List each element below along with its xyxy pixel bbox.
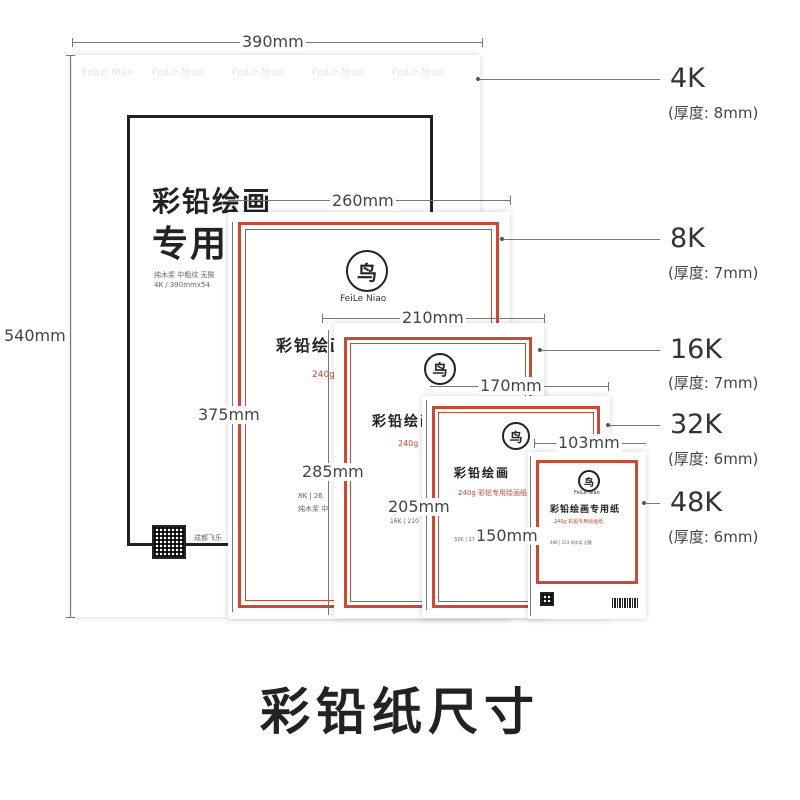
height-label-48k: 150mm: [474, 526, 540, 545]
watermark: FeiLe Niao: [392, 67, 444, 78]
caption-title: 彩铅纸尺寸: [260, 683, 540, 741]
width-tick: [72, 38, 73, 47]
leader-line-32k: [610, 425, 660, 426]
leader-dot-16k: [538, 348, 542, 352]
pad-16k-paper-spec: 240g: [398, 439, 419, 448]
leader-dot-32k: [606, 423, 610, 427]
leader-line-4k: [480, 79, 660, 80]
thickness-label-48k: (厚度: 6mm): [668, 528, 759, 546]
width-tick: [608, 382, 609, 391]
width-label-4k: 390mm: [240, 32, 306, 51]
pad-8k-spec: 8K | 26: [298, 492, 323, 500]
width-tick: [322, 314, 323, 323]
thickness-label-16k: (厚度: 7mm): [668, 374, 759, 392]
width-tick: [534, 439, 535, 448]
width-label-32k: 170mm: [478, 376, 544, 395]
width-label-48k: 103mm: [556, 433, 622, 452]
pad-16k-spec: 16K | 210: [390, 518, 419, 525]
pad-32k-logo-icon: 鸟: [502, 422, 530, 450]
width-label-8k: 260mm: [330, 191, 396, 210]
watermark: FeiLe Niao: [312, 67, 364, 78]
height-line-4k: [70, 55, 71, 617]
height-label-8k: 375mm: [196, 405, 262, 424]
width-tick: [544, 314, 545, 323]
pad-32k-paper-spec: 240g 彩铅专用绘画纸: [458, 489, 528, 497]
size-label-4k: 4K: [670, 63, 705, 94]
pad-8k-brand: FeiLe Niao: [340, 294, 387, 304]
pad-16k-logo-icon: 鸟: [424, 353, 456, 385]
pad-48k-barcode: [612, 598, 638, 608]
size-label-48k: 48K: [670, 487, 723, 518]
size-label-16k: 16K: [670, 334, 723, 365]
pad-4k-title-line2: 专用: [152, 224, 229, 265]
thickness-label-8k: (厚度: 7mm): [668, 264, 759, 282]
height-label-4k: 540mm: [2, 326, 68, 345]
leader-line-16k: [542, 350, 660, 351]
size-label-8k: 8K: [670, 223, 705, 254]
width-label-16k: 210mm: [400, 308, 466, 327]
watermark: FeiLe Niao: [82, 67, 134, 78]
thickness-label-4k: (厚度: 8mm): [668, 104, 759, 122]
pad-4k-footer: 成都飞乐: [194, 534, 222, 542]
pad-8k-logo-icon: 鸟: [346, 250, 388, 292]
pad-8k-paper-spec: 240g: [312, 370, 335, 380]
pad-48k: 鸟 FeiLe Niao 彩铅绘画专用纸 240g 彩铅专用绘画纸 48K | …: [528, 452, 646, 619]
pad-48k-brand: FeiLe Niao: [574, 490, 600, 496]
leader-dot-48k: [642, 501, 646, 505]
pad-48k-border: [536, 460, 638, 584]
height-tick: [66, 617, 75, 618]
pad-8k-pulp-line: 纯木浆 中: [298, 505, 329, 513]
height-label-32k: 205mm: [386, 497, 452, 516]
pad-4k-size-line: 4K / 390mmx54: [154, 281, 210, 289]
watermark: FeiLe Niao: [152, 67, 204, 78]
size-label-32k: 32K: [670, 409, 723, 440]
pad-4k-sub-line: 纯木浆 中粗纹 无酸: [154, 271, 215, 279]
leader-dot-4k: [476, 77, 480, 81]
pad-48k-spec: 48K | 103 纯木浆 无酸: [550, 540, 592, 545]
pad-4k-qr-code: [152, 525, 186, 559]
watermark: FeiLe Niao: [232, 67, 284, 78]
height-label-16k: 285mm: [300, 462, 366, 481]
pad-48k-paper-spec: 240g 彩铅专用绘画纸: [554, 519, 604, 525]
width-tick: [482, 38, 483, 47]
pad-16k-title: 彩铅绘画: [372, 414, 436, 430]
leader-dot-8k: [500, 237, 504, 241]
height-tick: [66, 55, 75, 56]
pad-48k-qr-code: [540, 592, 554, 606]
pad-48k-logo-icon: 鸟: [578, 470, 600, 492]
pad-48k-title: 彩铅绘画专用纸: [550, 505, 621, 515]
leader-line-8k: [504, 239, 660, 240]
thickness-label-32k: (厚度: 6mm): [668, 450, 759, 468]
pad-32k-title: 彩铅绘画: [454, 466, 511, 480]
leader-line-48k: [646, 503, 660, 504]
width-tick: [510, 196, 511, 205]
